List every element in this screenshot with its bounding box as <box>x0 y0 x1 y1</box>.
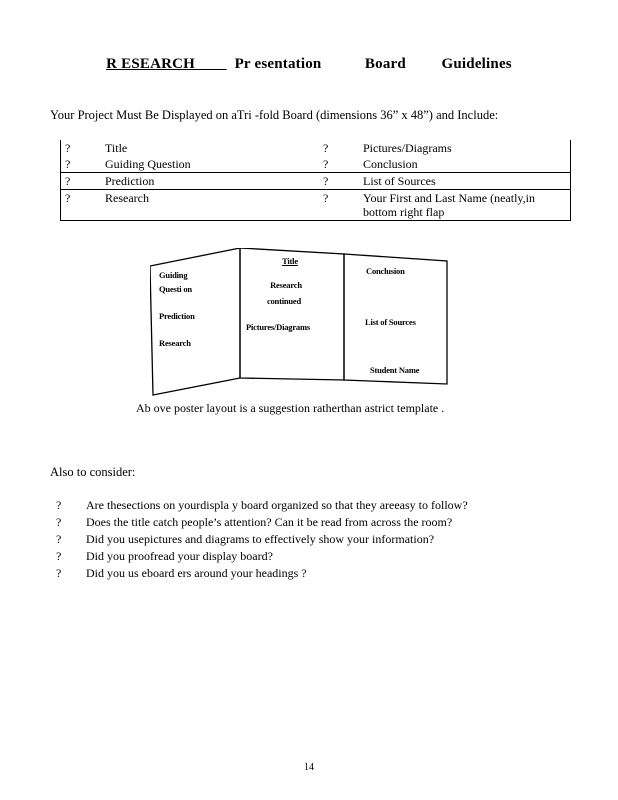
req-right: Pictures/Diagrams <box>359 140 571 156</box>
list-item-text: Did you usepictures and diagrams to effe… <box>86 532 435 546</box>
bullet-marker: ? <box>323 141 329 155</box>
bullet-marker: ? <box>56 515 62 529</box>
req-left: Guiding Question <box>105 157 191 171</box>
requirements-table: ? Title ? Pictures/Diagrams ? Guiding Qu… <box>60 140 571 221</box>
bullet-marker: ? <box>60 189 101 221</box>
intro-text: Your Project Must Be Displayed on aTri -… <box>50 108 499 122</box>
bullet-marker: ? <box>60 140 101 156</box>
table-row: ? Research ? Your First and Last Name (n… <box>60 189 571 221</box>
board-conclusion-label: Conclusion <box>366 266 405 276</box>
req-right: Your First and Last Name (neatly,in bott… <box>359 189 571 221</box>
table-row: ? Prediction ? List of Sources <box>60 172 571 190</box>
bullet-marker: ? <box>56 498 62 512</box>
bullet-marker: ? <box>56 566 62 580</box>
list-item-text: Does the title catch people’s attention?… <box>86 515 453 529</box>
list-item-text: Did you us eboard ers around your headin… <box>86 566 307 580</box>
title-guidelines: Guidelines <box>441 56 512 72</box>
list-item-text: Are thesections on yourdispla y board or… <box>86 498 468 512</box>
list-item: ? Did you usepictures and diagrams to ef… <box>56 532 468 549</box>
board-center-research-label: Research <box>270 280 302 290</box>
list-item-text: Did you proofread your display board? <box>86 549 273 563</box>
bullet-marker: ? <box>323 157 329 171</box>
board-continued-label: continued <box>266 296 302 306</box>
table-row: ? Title ? Pictures/Diagrams <box>60 140 571 156</box>
board-student-name-label: Student Name <box>370 365 420 375</box>
board-guiding-label: Guiding <box>159 270 188 280</box>
considerations-list: ? Are thesections on yourdispla y board … <box>56 498 468 583</box>
list-item: ? Does the title catch people’s attentio… <box>56 515 468 532</box>
board-prediction-label: Prediction <box>159 311 195 321</box>
list-item: ? Did you proofread your display board? <box>56 549 468 566</box>
board-center-panel <box>239 247 345 381</box>
req-left: Research <box>101 189 319 221</box>
board-right-flap <box>343 253 448 385</box>
board-sources-label: List of Sources <box>365 317 416 327</box>
title-presentation: Pr esentation <box>234 56 322 72</box>
bullet-marker: ? <box>319 172 359 190</box>
also-heading: Also to consider: <box>50 465 136 479</box>
list-item: ? Did you us eboard ers around your head… <box>56 566 468 583</box>
board-pictures-label: Pictures/Diagrams <box>246 322 310 332</box>
page-title: R ESEARCH Pr esentation Board Guidelines <box>0 56 618 73</box>
bullet-marker: ? <box>56 549 62 563</box>
table-row: ? Guiding Question ? Conclusion <box>60 156 571 173</box>
page-number: 14 <box>304 762 314 773</box>
title-research: R ESEARCH <box>106 56 196 72</box>
bullet-marker: ? <box>319 189 359 221</box>
req-left: Prediction <box>101 172 319 190</box>
board-question-label: Questi on <box>159 284 192 294</box>
bullet-marker: ? <box>60 172 101 190</box>
bullet-marker: ? <box>56 532 62 546</box>
req-right: Conclusion <box>359 156 571 173</box>
title-board: Board <box>364 56 406 72</box>
board-title-label: Title <box>282 256 298 266</box>
trifold-board-diagram: Guiding Questi on Prediction Research Ti… <box>149 247 450 398</box>
board-research-label: Research <box>159 338 191 348</box>
list-item: ? Are thesections on yourdispla y board … <box>56 498 468 515</box>
board-outline <box>149 247 448 396</box>
req-right: List of Sources <box>359 172 571 190</box>
req-left: Title <box>105 141 128 155</box>
bullet-marker: ? <box>60 156 101 173</box>
diagram-caption: Ab ove poster layout is a suggestion rat… <box>136 401 445 415</box>
